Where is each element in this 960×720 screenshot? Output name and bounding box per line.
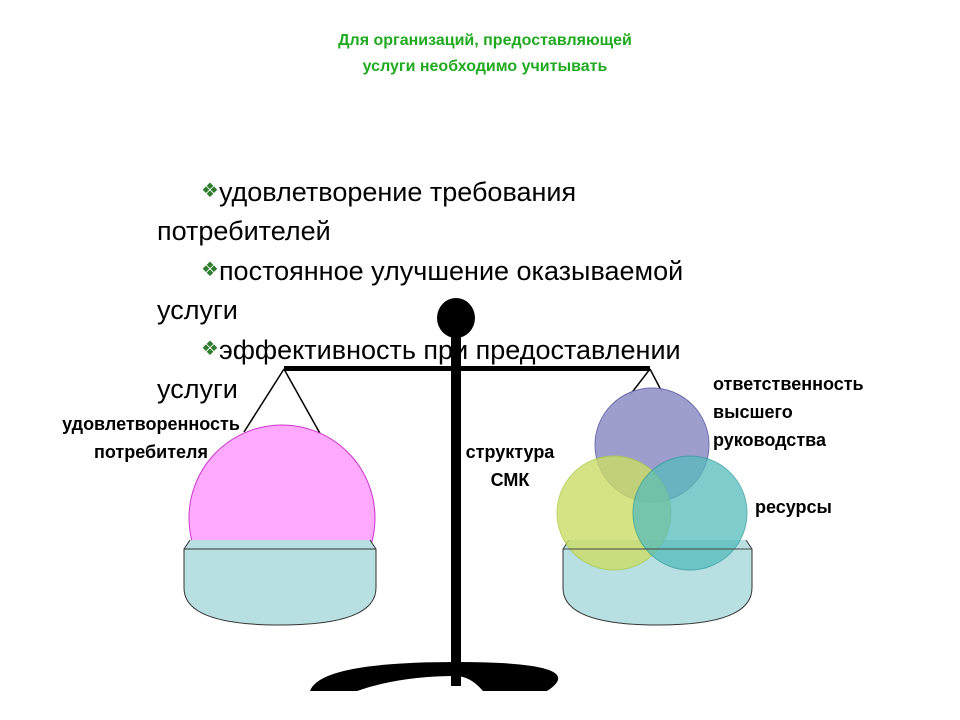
bullet-text-cont: услуги (157, 374, 238, 404)
label-line: СМК (490, 470, 530, 490)
label-line: структура (465, 442, 555, 462)
bullet-text: постоянное улучшение оказываемой (218, 256, 684, 286)
resources-label: ресурсы (755, 497, 832, 517)
bullet-item: ❖эффективность при предоставлении (157, 330, 837, 370)
bullet-text-cont: потребителей (157, 216, 331, 246)
title-line-2: услуги необходимо учитывать (362, 58, 608, 75)
left-string (243, 368, 285, 433)
customer-satisfaction-circle (188, 424, 376, 549)
diamond-bullet-icon: ❖ (201, 259, 219, 281)
left-string (283, 368, 323, 438)
diamond-bullet-icon: ❖ (201, 180, 219, 202)
label-line: ответственность (713, 374, 864, 394)
qms-structure-label: структура СМК (460, 438, 560, 494)
bullet-text: удовлетворение требования (218, 177, 577, 207)
label-line: руководства (713, 430, 826, 450)
title-line-1: Для организаций, предоставляющей (338, 32, 632, 49)
responsibility-label: ответственность высшего руководства (713, 370, 864, 454)
bullet-item: ❖постоянное улучшение оказываемой (157, 251, 837, 291)
label-line: потребителя (94, 442, 208, 462)
diamond-bullet-icon: ❖ (201, 338, 219, 360)
scale-beam (284, 366, 650, 371)
left-pan (183, 539, 377, 626)
scale-top-ball (437, 298, 475, 338)
scale-base (310, 662, 559, 691)
bullet-item: ❖удовлетворение требования (157, 172, 837, 212)
slide-title: Для организаций, предоставляющей услуги … (0, 28, 960, 80)
label-line: высшего (713, 402, 793, 422)
label-line: удовлетворенность (62, 414, 240, 434)
resources-circle (632, 455, 748, 571)
bullet-list: ❖удовлетворение требования потребителей … (157, 172, 837, 409)
scale-pole (451, 318, 461, 686)
bullet-text: эффективность при предоставлении (218, 335, 681, 365)
customer-satisfaction-label: удовлетворенность потребителя (20, 410, 282, 466)
bullet-text-cont: услуги (157, 295, 238, 325)
